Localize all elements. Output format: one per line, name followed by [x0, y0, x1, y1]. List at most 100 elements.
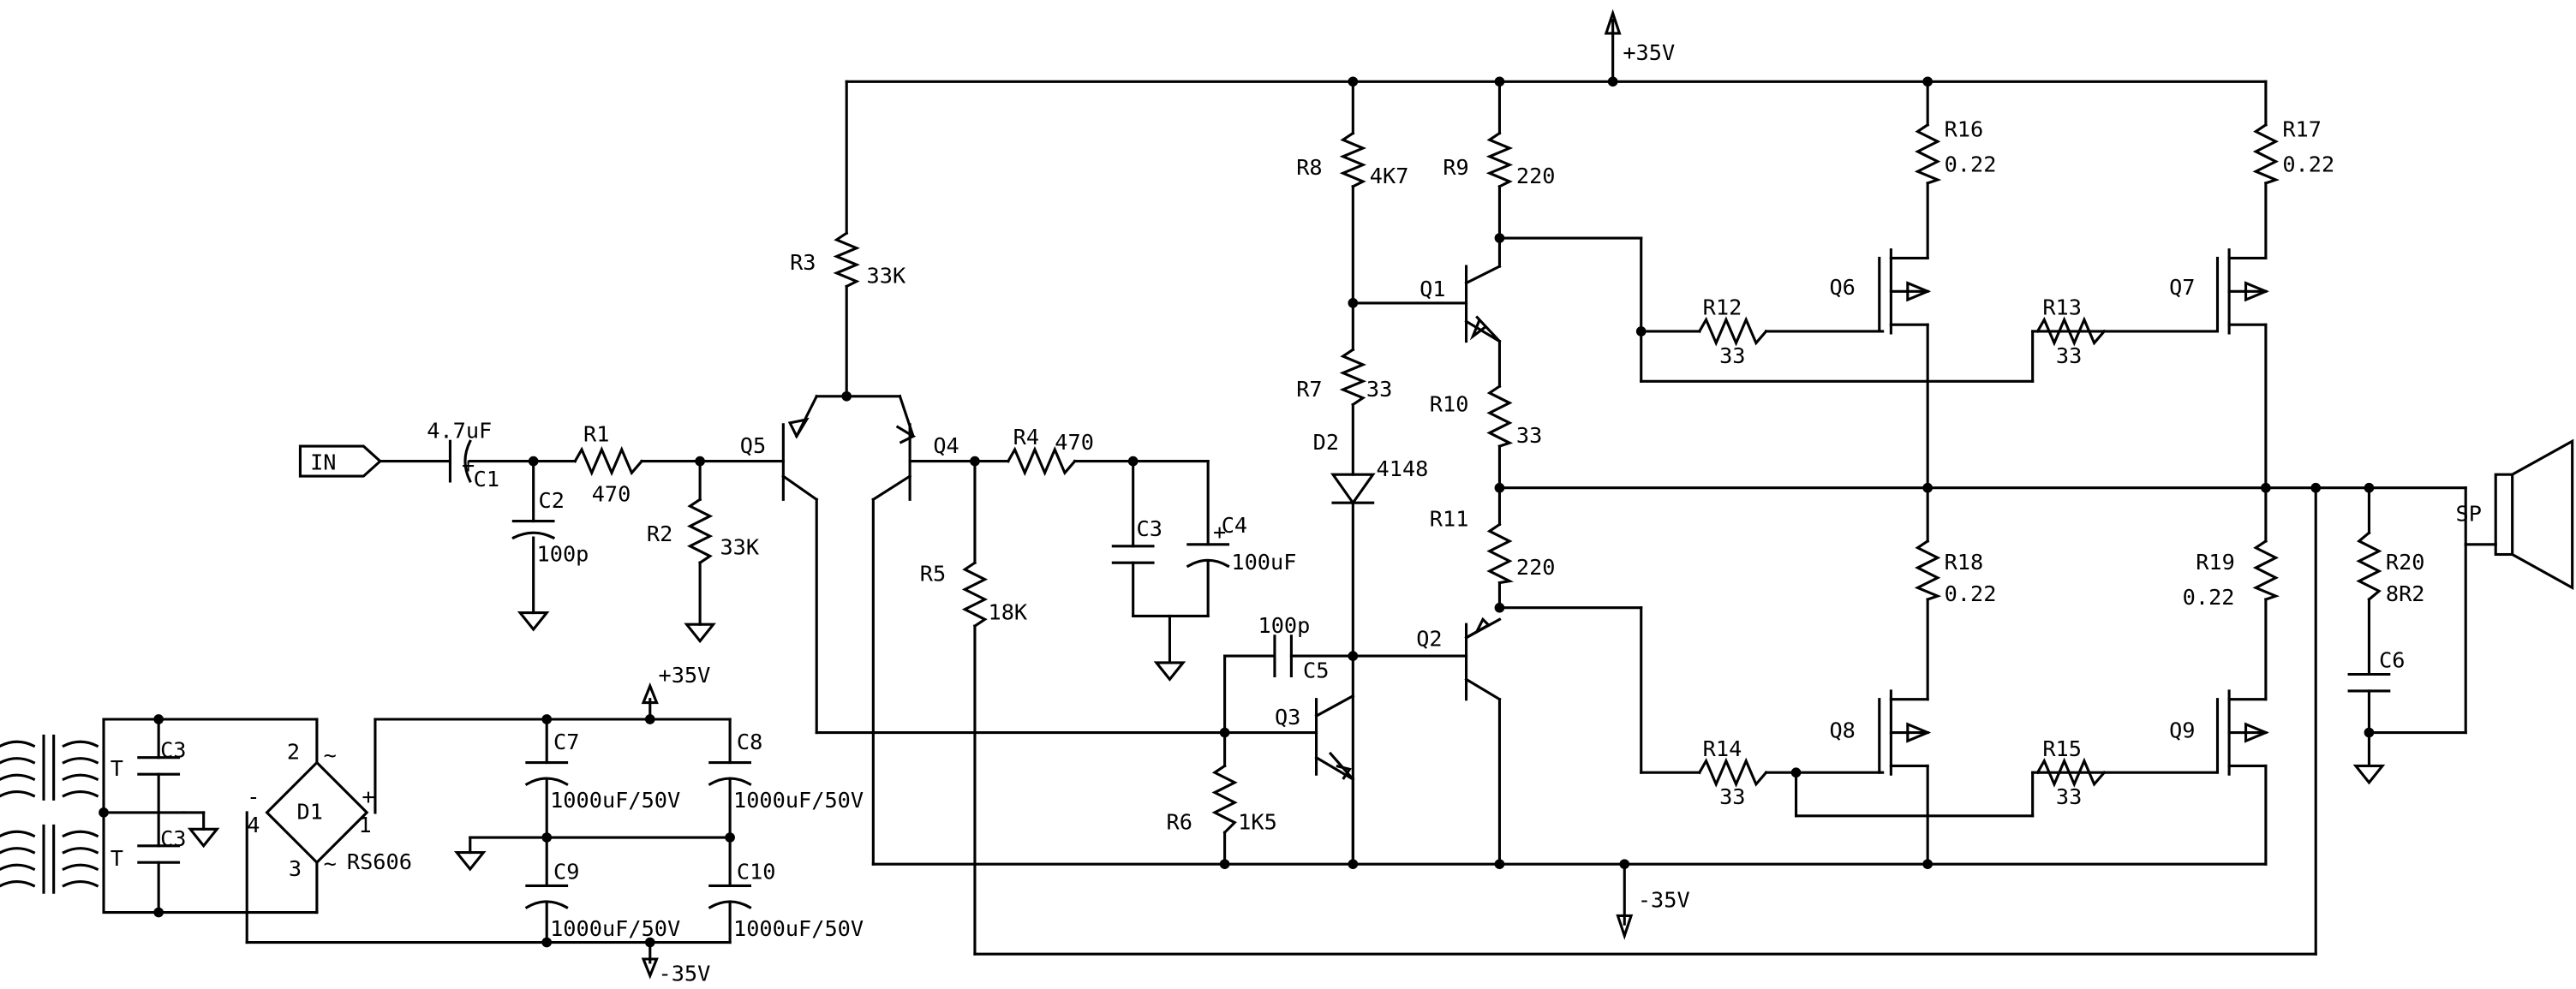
psu-positive-label: +35V — [659, 663, 711, 688]
c8-value: 1000uF/50V — [733, 788, 864, 813]
r15-value: 33 — [2056, 784, 2082, 809]
r17-ref: R17 — [2282, 116, 2322, 141]
r9-value: 220 — [1516, 164, 1556, 188]
q9-ref: Q9 — [2169, 718, 2195, 742]
r7-value: 33 — [1366, 377, 1392, 402]
q5-ref: Q5 — [740, 433, 766, 458]
speaker-icon — [2494, 473, 2514, 557]
d2-value: 4148 — [1377, 456, 1429, 481]
rail-negative-label: -35V — [1638, 888, 1690, 913]
ground-icon — [187, 827, 220, 849]
d1-ac-top: ~ — [324, 743, 337, 768]
d1-ref: D1 — [297, 800, 323, 825]
symbols — [0, 9, 2574, 980]
t1-ref: T — [111, 756, 123, 781]
c9-value: 1000uF/50V — [550, 916, 680, 941]
r15-ref: R15 — [2042, 736, 2082, 761]
c1-ref: C1 — [474, 467, 499, 492]
q4-ref: Q4 — [933, 433, 959, 458]
c2-ref: C2 — [539, 488, 565, 513]
svg-text:+: + — [462, 453, 475, 478]
r10-value: 33 — [1516, 423, 1542, 448]
d1-plus: + — [362, 784, 374, 809]
psu-negative-label: -35V — [659, 961, 711, 986]
r4-value: 470 — [1055, 430, 1094, 455]
r6-value: 1K5 — [1238, 809, 1277, 834]
r12-value: 33 — [1719, 343, 1745, 368]
psu-positive-arrow-icon — [641, 682, 659, 705]
c3a-ref: C3 — [160, 738, 186, 763]
c4-value: 100uF — [1231, 550, 1296, 575]
c10-ref: C10 — [737, 860, 776, 885]
r8-value: 4K7 — [1370, 164, 1409, 188]
r6-ref: R6 — [1167, 809, 1192, 834]
component-labels: IN 4.7uF C1 + R1 470 C2 100p R2 33K R3 3… — [111, 40, 2482, 986]
r12-ref: R12 — [1703, 295, 1742, 320]
ground-icon — [1153, 661, 1186, 682]
c6-ref: C6 — [2379, 648, 2405, 673]
r18-ref: R18 — [1945, 550, 1984, 575]
c5-value: 100p — [1258, 613, 1311, 638]
svg-text:+: + — [1213, 520, 1226, 545]
c7-ref: C7 — [553, 730, 579, 754]
c5-ref: C5 — [1303, 658, 1329, 682]
d1-ac-bottom: ~ — [324, 851, 337, 876]
r10-ref: R10 — [1430, 391, 1469, 416]
r13-ref: R13 — [2042, 295, 2082, 320]
c4-ref: C4 — [1222, 513, 1247, 538]
r5-value: 18K — [989, 599, 1028, 624]
q8-ref: Q8 — [1829, 718, 1855, 742]
r19-ref: R19 — [2196, 550, 2235, 575]
r14-value: 33 — [1719, 784, 1745, 809]
d1-pin2: 2 — [287, 740, 300, 765]
d1-pin3: 3 — [289, 856, 302, 881]
r8-ref: R8 — [1296, 155, 1322, 180]
input-label: IN — [310, 450, 336, 474]
d1-pin4: 4 — [247, 813, 260, 837]
junction-dots — [99, 76, 2375, 948]
input-connector-icon — [298, 444, 383, 478]
r1-value: 470 — [592, 481, 631, 506]
q2-ref: Q2 — [1416, 626, 1442, 651]
r18-value: 0.22 — [1945, 581, 1997, 606]
negative-rail-arrow-icon — [1616, 914, 1634, 940]
ground-icon — [453, 851, 487, 872]
q1-ref: Q1 — [1419, 277, 1445, 301]
c1-value: 4.7uF — [427, 418, 492, 443]
psu-negative-arrow-icon — [641, 957, 659, 980]
r14-ref: R14 — [1703, 736, 1742, 761]
speaker-label: SP — [2456, 502, 2482, 527]
q6-ref: Q6 — [1829, 275, 1855, 300]
r16-value: 0.22 — [1945, 152, 1997, 176]
ground-icon — [2352, 764, 2386, 785]
ground-icon — [517, 611, 550, 632]
r20-value: 8R2 — [2386, 581, 2425, 606]
rail-positive-label: +35V — [1623, 40, 1675, 65]
ground-icon — [684, 623, 716, 644]
d1-minus: - — [247, 784, 260, 809]
c3-ref: C3 — [1137, 516, 1162, 541]
r19-value: 0.22 — [2183, 585, 2235, 610]
q3-ref: Q3 — [1275, 705, 1300, 730]
r13-value: 33 — [2056, 343, 2082, 368]
r2-ref: R2 — [647, 521, 672, 546]
d2-ref: D2 — [1313, 430, 1339, 455]
r3-value: 33K — [867, 264, 906, 289]
d1-pin1: 1 — [359, 813, 372, 837]
r3-ref: R3 — [790, 250, 816, 275]
wires — [102, 18, 2467, 964]
r17-value: 0.22 — [2282, 152, 2334, 176]
transistor-arrows — [787, 315, 1501, 781]
r7-ref: R7 — [1296, 377, 1322, 402]
r5-ref: R5 — [920, 562, 946, 587]
c10-value: 1000uF/50V — [733, 916, 864, 941]
positive-rail-arrow-icon — [1604, 9, 1622, 35]
d1-value: RS606 — [347, 849, 412, 874]
r11-ref: R11 — [1430, 506, 1469, 531]
r1-ref: R1 — [583, 421, 609, 446]
r16-ref: R16 — [1945, 116, 1984, 141]
c9-ref: C9 — [553, 860, 579, 885]
t2-ref: T — [111, 846, 123, 871]
c2-value: 100p — [537, 541, 589, 566]
